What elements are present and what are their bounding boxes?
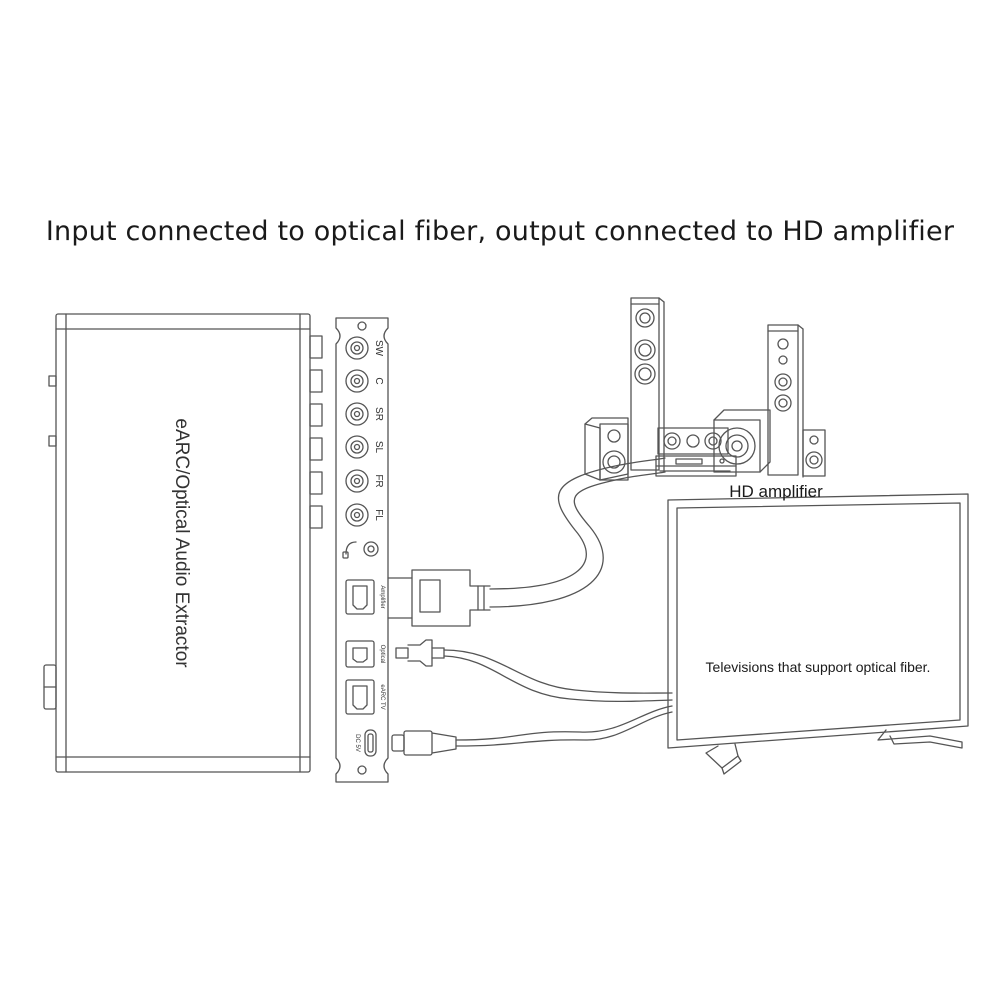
port-label-fr: FR: [373, 474, 384, 487]
extractor-name: eARC/Optical Audio Extractor: [171, 418, 192, 668]
extractor-back-panel: [335, 317, 389, 783]
tv-stand-right: [877, 729, 963, 749]
port-label-sr: SR: [373, 407, 384, 421]
port-label-amplifier: Amplifier: [379, 585, 385, 608]
diagram-title: Input connected to optical fiber, output…: [45, 216, 955, 247]
hdmi-earc-tv-port: [345, 679, 375, 715]
port-label-optical: Optical: [379, 645, 385, 664]
headphone-icon: [342, 541, 357, 559]
right-tower-speaker-icon: [767, 324, 804, 478]
rca-jack-c: [345, 369, 369, 393]
port-label-dc-5v: DC 5V: [354, 734, 360, 752]
television: [667, 493, 969, 775]
left-tower-speaker-icon: [630, 297, 665, 473]
hdmi-amplifier-port: [345, 579, 375, 615]
port-label-c: C: [373, 377, 384, 384]
amplifier-label: HD amplifier: [729, 482, 823, 501]
port-label-earc-tv: eARC TV: [379, 684, 385, 709]
subwoofer-icon: [713, 409, 771, 473]
rca-jack-sw: [345, 336, 369, 360]
hd-amplifier-system: [584, 297, 826, 481]
hdmi-cable: [387, 457, 666, 627]
dc-5v-port: [364, 729, 377, 757]
port-label-sl: SL: [373, 441, 384, 454]
port-label-fl: FL: [373, 509, 384, 521]
center-speaker-icon: [657, 427, 729, 455]
extractor-top-view: [43, 313, 323, 773]
rca-jack-fl: [345, 503, 369, 527]
tv-label: Televisions that support optical fiber.: [706, 659, 931, 675]
rca-jack-sl: [345, 435, 369, 459]
right-satellite-speaker-icon: [802, 429, 826, 477]
tv-stand-left: [705, 743, 742, 775]
headphone-jack: [363, 541, 379, 557]
rca-jack-fr: [345, 469, 369, 493]
optical-port: [345, 640, 375, 668]
optical-cable: [395, 639, 673, 703]
usb-power-cable: [391, 705, 673, 756]
rca-jack-sr: [345, 402, 369, 426]
port-label-sw: SW: [373, 340, 384, 357]
av-receiver-icon: [655, 455, 737, 477]
left-satellite-speaker-icon: [584, 417, 629, 481]
